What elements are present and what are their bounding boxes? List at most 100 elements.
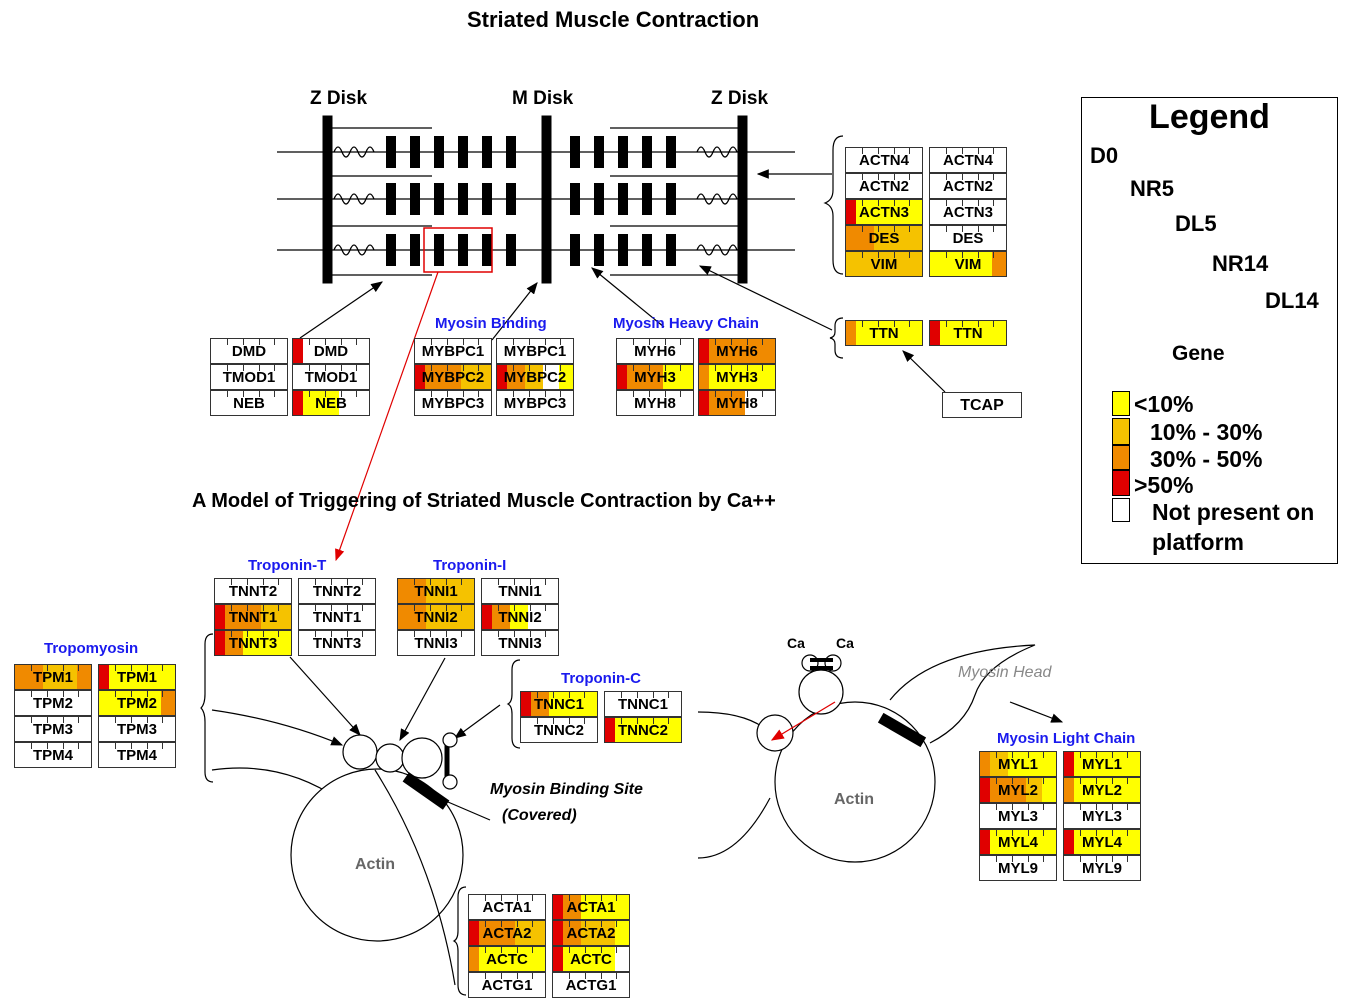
gene-name: MYH6	[699, 339, 775, 363]
gene-box-actn4: ACTN4	[845, 147, 923, 173]
gene-box-tnnt3: TNNT3	[214, 630, 292, 656]
gene-name: TNNI2	[482, 605, 558, 629]
gene-box-tnni1: TNNI1	[481, 578, 559, 604]
gene-box-myh3: MYH3	[616, 364, 694, 390]
gene-name: TNNI1	[482, 579, 558, 603]
gene-box-tnnt2: TNNT2	[298, 578, 376, 604]
gene-name: TPM1	[99, 665, 175, 689]
legend-stage-d0: D0	[1090, 143, 1118, 169]
gene-name: NEB	[293, 391, 369, 415]
myosin-bar	[458, 183, 468, 215]
legend-bin-absent-2: platform	[1152, 529, 1244, 556]
gene-box-actg1: ACTG1	[468, 972, 546, 998]
legend-bin-absent: Not present on	[1152, 499, 1314, 526]
gene-name: TMOD1	[293, 365, 369, 389]
myosin-bar	[410, 136, 420, 168]
gene-name: ACTA2	[469, 921, 545, 945]
myosin-bar	[642, 183, 652, 215]
gene-name: TPM4	[99, 743, 175, 767]
gene-box-tmod1: TMOD1	[210, 364, 288, 390]
gene-name: MYBPC1	[497, 339, 573, 363]
gene-box-tnnt1: TNNT1	[214, 604, 292, 630]
myosin-bar	[386, 183, 396, 215]
z-disk-right-label: Z Disk	[711, 88, 768, 110]
gene-name: MYL2	[1064, 778, 1140, 802]
gene-name: MYL1	[980, 752, 1056, 776]
myosin-binding-site-label: Myosin Binding Site	[490, 781, 643, 799]
gene-name: TPM3	[15, 717, 91, 741]
actin-right-label: Actin	[834, 791, 874, 809]
gene-box-actn3: ACTN3	[845, 199, 923, 225]
gene-box-des: DES	[929, 225, 1007, 251]
gene-name: MYL2	[980, 778, 1056, 802]
gene-box-neb: NEB	[210, 390, 288, 416]
gene-name: TPM4	[15, 743, 91, 767]
gene-name: TNNT2	[215, 579, 291, 603]
gene-name: TNNI2	[398, 605, 474, 629]
covered-label: (Covered)	[502, 807, 577, 825]
gene-box-tnnt1: TNNT1	[298, 604, 376, 630]
myosin-bar	[506, 183, 516, 215]
myosin-light-chain-label: Myosin Light Chain	[997, 730, 1135, 747]
gene-name: MYL1	[1064, 752, 1140, 776]
gene-box-tnni2: TNNI2	[397, 604, 475, 630]
myosin-bar	[410, 234, 420, 266]
gene-name: TNNI3	[398, 631, 474, 655]
gene-name: MYL3	[1064, 804, 1140, 828]
gene-box-tnni3: TNNI3	[481, 630, 559, 656]
myosin-heavy-chain-label: Myosin Heavy Chain	[613, 315, 759, 332]
gene-box-myl2: MYL2	[1063, 777, 1141, 803]
myosin-bar	[434, 183, 444, 215]
gene-name: MYBPC3	[415, 391, 491, 415]
gene-name: ACTG1	[553, 973, 629, 997]
gene-box-tpm3: TPM3	[98, 716, 176, 742]
myosin-bar	[386, 136, 396, 168]
gene-name: MYL4	[980, 830, 1056, 854]
gene-box-mybpc2: MYBPC2	[496, 364, 574, 390]
gene-box-tnni1: TNNI1	[397, 578, 475, 604]
myosin-bar	[570, 183, 580, 215]
gene-name: MYH6	[617, 339, 693, 363]
myosin-bar	[594, 183, 604, 215]
legend-bin-10-30: 10% - 30%	[1150, 419, 1263, 446]
legend-gene-label: Gene	[1172, 342, 1225, 366]
gene-name: MYL4	[1064, 830, 1140, 854]
gene-box-myl3: MYL3	[979, 803, 1057, 829]
gene-box-dmd: DMD	[210, 338, 288, 364]
gene-box-acta2: ACTA2	[468, 920, 546, 946]
legend: Legend D0 NR5 DL5 NR14 DL14 Gene <10% 10…	[1081, 97, 1338, 564]
gene-name: ACTG1	[469, 973, 545, 997]
myosin-bar	[570, 234, 580, 266]
gene-name: MYH3	[699, 365, 775, 389]
myosin-bar	[666, 136, 676, 168]
gene-box-mybpc3: MYBPC3	[414, 390, 492, 416]
gene-box-tpm4: TPM4	[14, 742, 92, 768]
ca-label-2: Ca	[836, 635, 854, 651]
gene-box-mybpc1: MYBPC1	[414, 338, 492, 364]
myosin-bar	[482, 234, 492, 266]
legend-swatch-gt50	[1112, 470, 1130, 496]
tropomyosin-label: Tropomyosin	[44, 640, 138, 657]
gene-name: ACTN3	[846, 200, 922, 224]
myosin-bar	[594, 136, 604, 168]
gene-name: TNNC2	[521, 718, 597, 742]
gene-box-myl2: MYL2	[979, 777, 1057, 803]
gene-box-tnnc2: TNNC2	[604, 717, 682, 743]
myosin-bar	[642, 234, 652, 266]
gene-box-mybpc3: MYBPC3	[496, 390, 574, 416]
gene-box-tmod1: TMOD1	[292, 364, 370, 390]
m-disk-label: M Disk	[512, 88, 573, 110]
gene-name: TNNT1	[215, 605, 291, 629]
gene-box-neb: NEB	[292, 390, 370, 416]
myosin-bar	[506, 234, 516, 266]
gene-name: TNNI1	[398, 579, 474, 603]
legend-stage-nr14: NR14	[1212, 251, 1268, 277]
myosin-bar	[410, 183, 420, 215]
myosin-bar	[618, 136, 628, 168]
myosin-bar	[666, 183, 676, 215]
gene-name: ACTC	[469, 947, 545, 971]
myosin-bar	[570, 136, 580, 168]
gene-name: DMD	[211, 339, 287, 363]
gene-box-mybpc2: MYBPC2	[414, 364, 492, 390]
legend-stage-dl5: DL5	[1175, 211, 1217, 237]
